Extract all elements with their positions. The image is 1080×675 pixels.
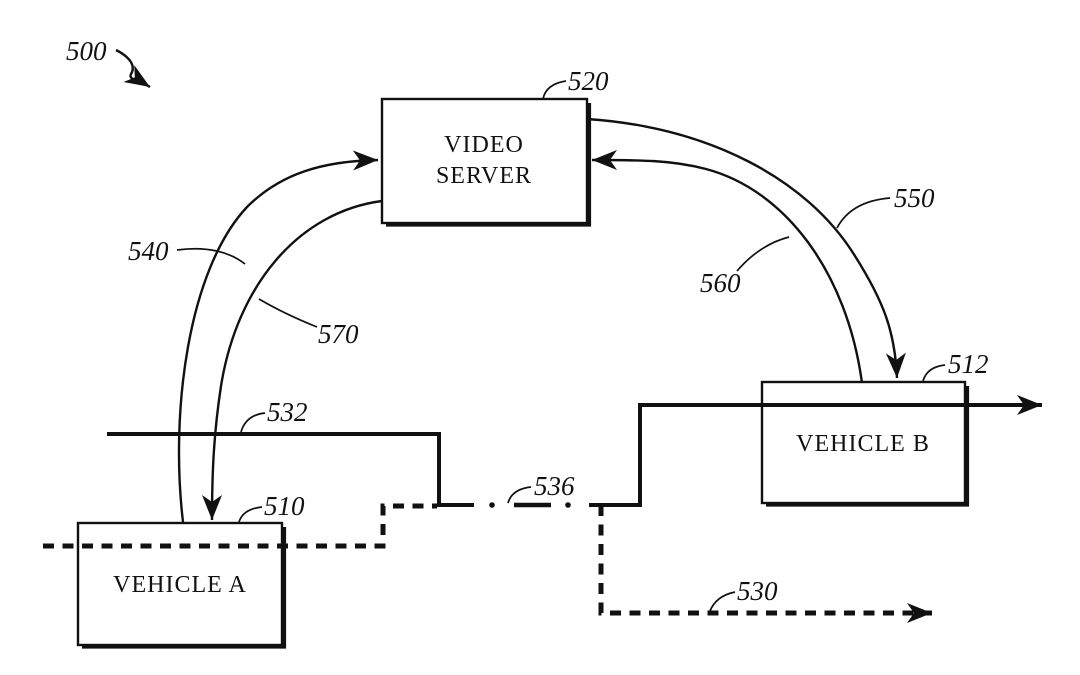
ref-510-label: 510 — [264, 491, 305, 521]
ref-512-leader — [922, 364, 946, 382]
video-server-box-shadow — [386, 103, 592, 227]
curve-560-b-to-server — [591, 150, 864, 384]
ref-510: 510 — [238, 491, 305, 523]
dashed-lane-left-segment — [43, 503, 437, 549]
vehicle-a-box: VEHICLE A — [76, 521, 287, 649]
ref-560-leader — [736, 236, 790, 272]
video-server-box: VIDEO SERVER — [380, 97, 592, 227]
ref-532-label: 532 — [267, 397, 308, 427]
ref-536-label: 536 — [534, 471, 575, 501]
curve-550-server-to-b — [586, 117, 906, 379]
solid-lane-right-segment-arrow — [589, 395, 1042, 507]
ref-512-label: 512 — [948, 349, 989, 379]
video-server-label-line1: VIDEO — [444, 132, 524, 158]
solid-lane-left-segment — [107, 432, 474, 507]
ref-520: 520 — [542, 66, 609, 100]
ref-530-leader — [709, 591, 736, 612]
ref-560-label: 560 — [700, 268, 741, 298]
ref-500-label: 500 — [66, 36, 107, 66]
lane-break-symbol — [489, 502, 571, 508]
ref-530: 530 — [709, 576, 778, 612]
curve-570-server-to-a — [202, 199, 383, 521]
vehicle-b-label: VEHICLE B — [796, 431, 930, 457]
ref-550-leader — [836, 197, 891, 229]
ref-510-leader — [238, 506, 263, 523]
ref-540: 540 — [128, 236, 246, 266]
video-server-label-line2: SERVER — [436, 163, 532, 189]
ref-520-leader — [542, 80, 567, 100]
vehicle-a-box-shadow — [82, 527, 287, 649]
ref-536: 536 — [507, 471, 575, 504]
ref-540-label: 540 — [128, 236, 169, 266]
ref-500-arrow — [115, 48, 151, 89]
ref-540-leader — [176, 247, 246, 265]
ref-560: 560 — [700, 236, 790, 298]
ref-536-leader — [507, 486, 532, 504]
ref-532: 532 — [240, 397, 308, 433]
dashed-lane-right-segment-arrow — [598, 505, 932, 623]
ref-530-label: 530 — [737, 576, 778, 606]
curve-540-a-to-server — [177, 150, 379, 523]
ref-570-label: 570 — [318, 319, 359, 349]
vehicle-a-label: VEHICLE A — [113, 572, 247, 598]
ref-550-label: 550 — [894, 183, 935, 213]
ref-570: 570 — [258, 298, 359, 349]
ref-520-label: 520 — [568, 66, 609, 96]
ref-532-leader — [240, 412, 266, 433]
ref-570-leader — [258, 298, 318, 328]
vehicle-b-box: VEHICLE B — [760, 380, 970, 507]
ref-550: 550 — [836, 183, 935, 229]
ref-512: 512 — [922, 349, 989, 382]
vehicle-b-box-shadow — [766, 386, 970, 507]
